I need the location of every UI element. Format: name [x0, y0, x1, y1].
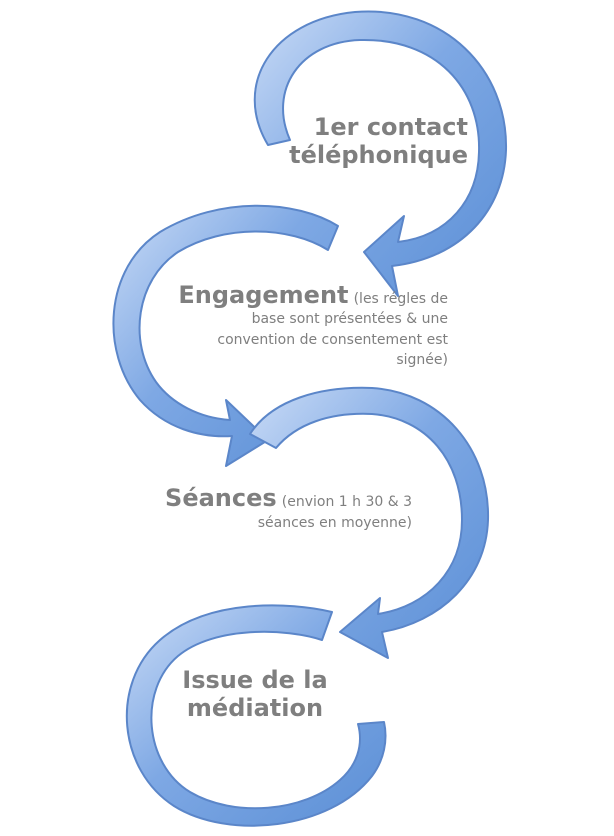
step-2-detail-line-4: signée) — [396, 351, 448, 368]
step-1-title-line-2: téléphonique — [289, 140, 468, 169]
step-4-title-line-1: Issue de la — [182, 666, 328, 694]
step-3-detail-line-2: séances en moyenne) — [257, 515, 412, 531]
cycle-arrow-1 — [253, 10, 508, 297]
step-1-title-line-1: 1er contact — [313, 113, 468, 141]
step-3-label: Séances (envion 1 h 30 & 3 séances en mo… — [150, 484, 412, 534]
step-2-detail-line-2: base sont présentées & une — [251, 311, 448, 328]
step-2-label: Engagement (les régles de base sont prés… — [150, 281, 448, 370]
step-1-label: 1er contact téléphonique — [262, 113, 468, 169]
step-3-title: Séances — [165, 484, 277, 512]
step-3-detail-line-1: (envion 1 h 30 & 3 — [281, 494, 412, 510]
step-2-detail-line-3: convention de consentement est — [217, 331, 448, 348]
cycle-arrow-4 — [125, 604, 387, 827]
cycle-arrow-3 — [249, 386, 490, 659]
step-2-detail-line-1: (les régles de — [353, 291, 448, 307]
cycle-arrow-2 — [112, 204, 339, 467]
step-4-title-line-2: médiation — [186, 693, 324, 722]
step-2-title: Engagement — [178, 281, 349, 309]
step-4-label: Issue de la médiation — [180, 666, 330, 722]
